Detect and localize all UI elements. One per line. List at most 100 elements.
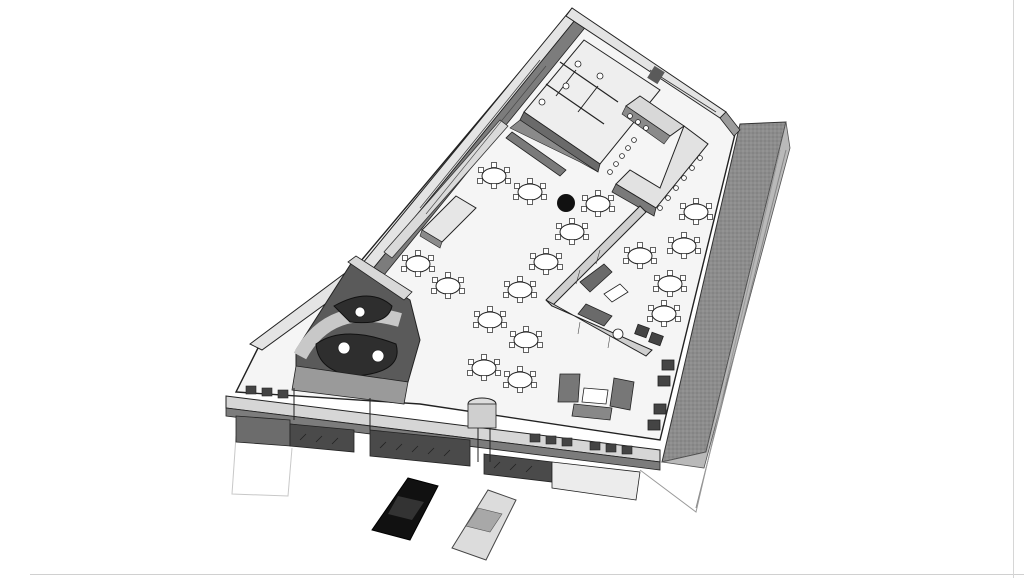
chair (481, 354, 487, 360)
round-table (529, 248, 563, 275)
chair (693, 219, 699, 225)
chair (569, 239, 575, 245)
ground-baseline (30, 574, 1024, 575)
chair (623, 258, 629, 264)
chair (661, 321, 667, 327)
round-table (513, 178, 547, 205)
chair (569, 218, 575, 224)
chair (517, 297, 523, 303)
bar-stools (607, 113, 703, 211)
round-table (679, 198, 713, 225)
chair (557, 264, 563, 270)
round-table (555, 218, 589, 245)
chair (445, 293, 451, 299)
car-light (451, 489, 517, 561)
chair (428, 255, 434, 261)
chair (609, 206, 615, 212)
chair (681, 286, 687, 292)
toilet-icon (596, 72, 604, 80)
chair (667, 270, 673, 276)
chair (650, 247, 656, 253)
round-table (401, 250, 435, 277)
chair (556, 223, 562, 229)
chair (432, 277, 438, 283)
chair (531, 292, 537, 298)
booth-seating (634, 323, 675, 431)
chair (517, 366, 523, 372)
chair (674, 305, 680, 311)
viewport-edge (1013, 0, 1014, 578)
chair (695, 248, 701, 254)
chair (541, 194, 547, 200)
round-table (473, 306, 507, 333)
chair (517, 276, 523, 282)
chair (706, 203, 712, 209)
chair (513, 194, 519, 200)
chair (624, 247, 630, 253)
chair (531, 382, 537, 388)
chair (648, 305, 654, 311)
chair (647, 316, 653, 322)
chair (694, 237, 700, 243)
chair (504, 371, 510, 377)
round-table (431, 272, 465, 299)
chair (415, 250, 421, 256)
round-table (509, 326, 543, 353)
chair (581, 206, 587, 212)
chair (529, 264, 535, 270)
chair (654, 275, 660, 281)
chair (681, 232, 687, 238)
chair (509, 342, 515, 348)
chair (681, 253, 687, 259)
chair (668, 237, 674, 243)
toilet-icon (538, 98, 546, 106)
round-table (623, 242, 657, 269)
toilet-icon (562, 82, 570, 90)
chair (491, 183, 497, 189)
chair (445, 272, 451, 278)
chair (503, 382, 509, 388)
chair (503, 292, 509, 298)
chair (477, 178, 483, 184)
chair (651, 258, 657, 264)
chair (679, 214, 685, 220)
chair (495, 370, 501, 376)
round-table (581, 190, 615, 217)
round-table (647, 300, 681, 327)
bar-counter (607, 95, 709, 217)
chair (583, 234, 589, 240)
chair (595, 211, 601, 217)
chair (556, 253, 562, 259)
chair (505, 178, 511, 184)
chair (468, 359, 474, 365)
chair (459, 288, 465, 294)
ground-outline (231, 149, 781, 513)
chair (491, 162, 497, 168)
chair (555, 234, 561, 240)
chair (537, 342, 543, 348)
chair (637, 263, 643, 269)
round-table (467, 354, 501, 381)
chair (504, 281, 510, 287)
chair (543, 248, 549, 254)
front-terrace (225, 385, 661, 501)
round-table (477, 162, 511, 189)
chair (595, 190, 601, 196)
chair (523, 347, 529, 353)
toilet-icon (574, 60, 582, 68)
chair (530, 281, 536, 287)
round-table (503, 366, 537, 393)
chair (474, 311, 480, 317)
chair (500, 311, 506, 317)
chair (401, 266, 407, 272)
chair (481, 375, 487, 381)
glass-partition (545, 205, 653, 357)
chair (504, 167, 510, 173)
chair (661, 300, 667, 306)
chair (523, 326, 529, 332)
chair (517, 387, 523, 393)
chair (680, 275, 686, 281)
chair (473, 322, 479, 328)
